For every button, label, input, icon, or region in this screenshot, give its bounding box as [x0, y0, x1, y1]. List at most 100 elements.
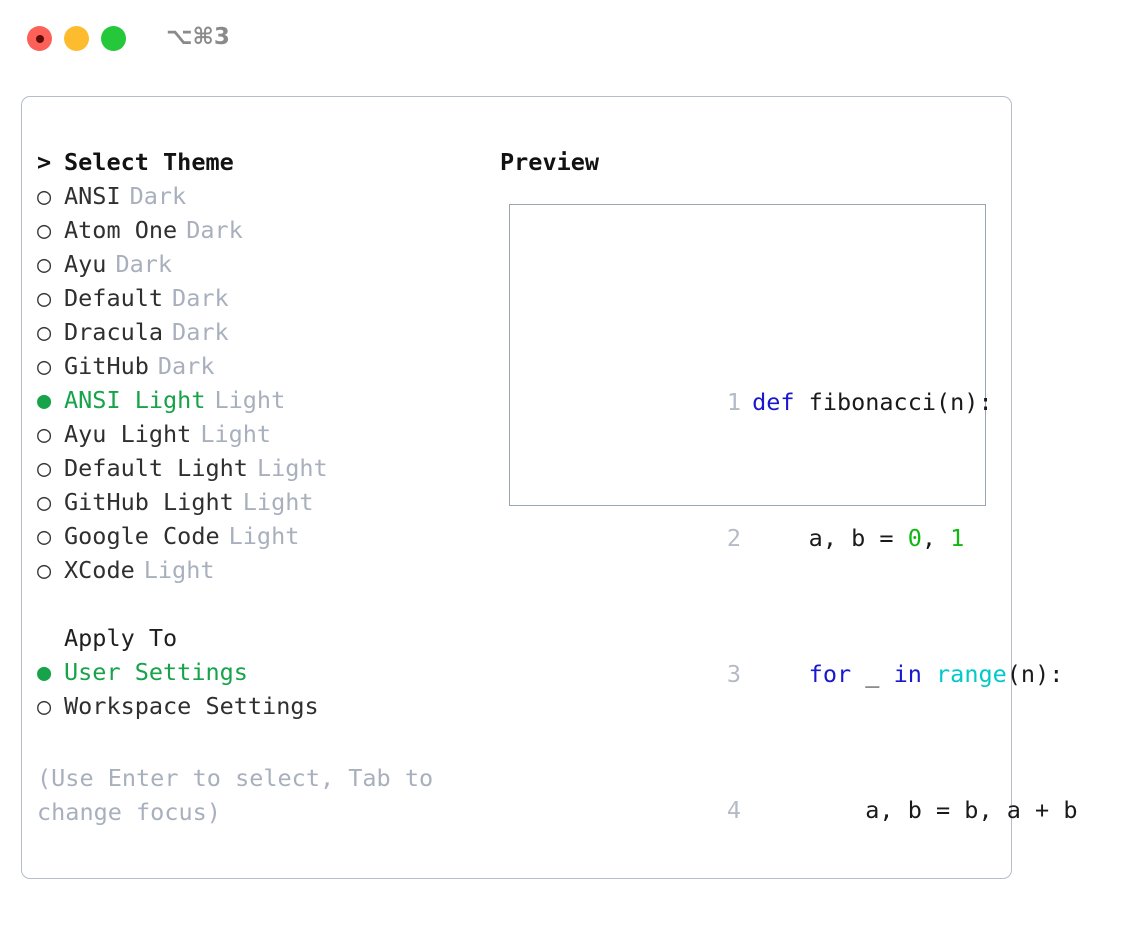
theme-item-variant: Light [242, 488, 314, 516]
code-token: for [808, 660, 852, 688]
radio-unselected-icon[interactable]: ○ [37, 692, 52, 720]
theme-item-github-dark[interactable]: ○ GitHub Dark [37, 349, 497, 383]
code-token: 0 [907, 524, 922, 552]
code-token: in [893, 660, 922, 688]
prompt-caret-icon: > [37, 148, 52, 176]
theme-list-column: > Select Theme ○ ANSI Dark ○ Atom One Da… [37, 145, 497, 723]
apply-to-option-label: User Settings [64, 658, 248, 686]
theme-item-variant: Dark [115, 250, 173, 278]
theme-item-label: GitHub Light [64, 488, 234, 516]
theme-item-google-code[interactable]: ○ Google Code Light [37, 519, 497, 553]
radio-unselected-icon[interactable]: ○ [37, 522, 52, 550]
theme-item-label: Ayu [64, 250, 107, 278]
keyboard-hint-line-2: change focus) [37, 798, 221, 826]
code-token [752, 660, 809, 688]
line-number: 5 [719, 929, 741, 934]
code-token: def [752, 388, 809, 416]
code-token: a, b = b, a + b [752, 796, 1078, 824]
theme-item-variant: Light [143, 556, 215, 584]
maximize-window-icon[interactable] [101, 26, 126, 51]
theme-item-label: Default Light [64, 454, 248, 482]
theme-item-label: XCode [64, 556, 135, 584]
keyboard-shortcut-label: ⌥⌘3 [166, 24, 230, 50]
code-line: 3 for _ in range(n): [521, 623, 1140, 688]
radio-unselected-icon[interactable]: ○ [37, 488, 52, 516]
theme-item-variant: Dark [172, 318, 229, 346]
code-token: , [921, 524, 951, 552]
code-token: return [809, 932, 894, 934]
code-token: (n): [1006, 660, 1064, 688]
apply-to-header: ○ Apply To [37, 621, 497, 655]
minimize-window-icon[interactable] [64, 26, 89, 51]
code-line: 2 a, b = 0, 1 [521, 487, 1140, 552]
radio-unselected-icon[interactable]: ○ [37, 454, 52, 482]
theme-item-github-light[interactable]: ○ GitHub Light Light [37, 485, 497, 519]
theme-item-label: Google Code [64, 522, 220, 550]
code-token: a [894, 932, 922, 934]
keyboard-hint: (Use Enter to select, Tab to change focu… [37, 761, 457, 829]
select-theme-header: > Select Theme [37, 145, 497, 179]
theme-item-default-light[interactable]: ○ Default Light Light [37, 451, 497, 485]
code-token: _ [851, 660, 894, 688]
radio-unselected-icon[interactable]: ○ [37, 216, 52, 244]
radio-unselected-icon[interactable]: ○ [37, 250, 52, 278]
radio-unselected-icon[interactable]: ○ [37, 284, 52, 312]
code-token [922, 660, 936, 688]
theme-item-variant: Light [200, 420, 272, 448]
theme-item-label: GitHub [64, 352, 149, 380]
radio-unselected-icon[interactable]: ○ [37, 352, 52, 380]
radio-unselected-icon[interactable]: ○ [37, 420, 52, 448]
code-token: 1 [950, 524, 965, 552]
apply-to-option-label: Workspace Settings [64, 692, 319, 720]
radio-unselected-icon[interactable]: ○ [37, 556, 52, 584]
traffic-light-controls [27, 26, 126, 51]
close-window-icon[interactable] [27, 26, 52, 51]
line-number: 4 [726, 796, 742, 824]
theme-selector-panel: > Select Theme ○ ANSI Dark ○ Atom One Da… [21, 96, 1078, 934]
theme-item-label: Atom One [64, 216, 178, 244]
theme-item-label: Default [64, 284, 164, 312]
theme-item-label: ANSI Light [64, 386, 206, 414]
line-number: 3 [726, 660, 742, 688]
title-bar: ⌥⌘3 [0, 0, 1140, 78]
theme-item-variant: Light [228, 522, 300, 550]
section-spacer [37, 587, 497, 621]
theme-item-variant: Dark [172, 284, 229, 312]
blank-marker: ○ [37, 621, 64, 655]
radio-selected-icon[interactable]: ● [37, 658, 52, 686]
theme-item-ayu-light[interactable]: ○ Ayu Light Light [37, 417, 497, 451]
apply-to-workspace-settings[interactable]: ○ Workspace Settings [37, 689, 497, 723]
theme-item-label: Ayu Light [64, 420, 192, 448]
theme-item-xcode[interactable]: ○ XCode Light [37, 553, 497, 587]
theme-item-ansi-light[interactable]: ● ANSI Light Light [37, 383, 497, 417]
code-token: range [936, 660, 1007, 688]
theme-item-variant: Dark [186, 216, 243, 244]
line-number: 1 [726, 388, 742, 416]
theme-item-ansi-dark[interactable]: ○ ANSI Dark [37, 179, 497, 213]
theme-item-variant: Light [214, 386, 286, 414]
theme-item-variant: Dark [157, 352, 215, 380]
theme-item-dracula-dark[interactable]: ○ Dracula Dark [37, 315, 497, 349]
theme-item-default-dark[interactable]: ○ Default Dark [37, 281, 497, 315]
keyboard-hint-line-1: (Use Enter to select, Tab to [37, 764, 434, 792]
theme-item-ayu-dark[interactable]: ○ Ayu Dark [37, 247, 497, 281]
line-number: 2 [726, 524, 742, 552]
code-line: 5 return a [521, 895, 1140, 934]
theme-item-variant: Dark [129, 182, 187, 210]
theme-item-atom-one-dark[interactable]: ○ Atom One Dark [37, 213, 497, 247]
apply-to-title: Apply To [64, 624, 178, 652]
theme-item-label: ANSI [64, 182, 121, 210]
code-token: a, b = [752, 524, 908, 552]
apply-to-user-settings[interactable]: ● User Settings [37, 655, 497, 689]
code-line: 4 a, b = b, a + b [521, 759, 1140, 824]
radio-unselected-icon[interactable]: ○ [37, 182, 52, 210]
theme-item-variant: Light [256, 454, 328, 482]
select-theme-title: Select Theme [64, 148, 234, 176]
radio-selected-icon[interactable]: ● [37, 386, 52, 414]
radio-unselected-icon[interactable]: ○ [37, 318, 52, 346]
